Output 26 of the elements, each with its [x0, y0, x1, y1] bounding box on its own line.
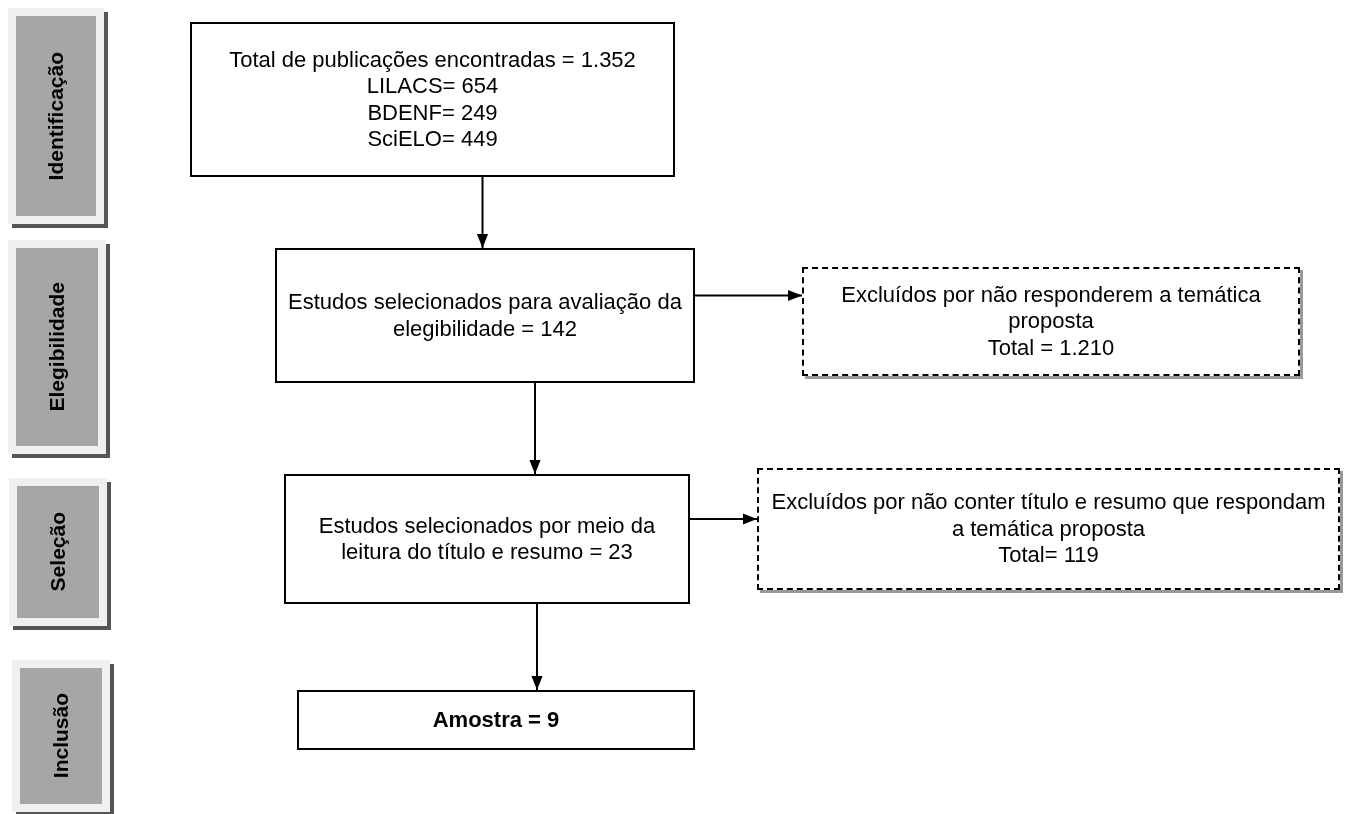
- box-text: SciELO= 449: [367, 125, 498, 153]
- stage-label: Inclusão: [49, 693, 73, 779]
- box-text: Estudos selecionados por meio da leitura do título e resumo = 23: [317, 512, 657, 566]
- arrow: [531, 603, 543, 691]
- box-text: Total= 119: [998, 542, 1099, 569]
- exclusion-box: [757, 468, 1340, 590]
- arrow: [529, 382, 541, 475]
- box-text: Excluídos por não responderem a temática proposta: [840, 281, 1262, 335]
- arrow: [694, 289, 803, 302]
- stage-label: Seleção: [46, 512, 70, 592]
- process-box: [190, 22, 675, 177]
- process-box: [284, 474, 690, 604]
- stage-label: Identificação: [44, 51, 68, 181]
- stage-label: Elegibilidade: [45, 282, 69, 412]
- box-text: BDENF= 249: [367, 99, 498, 126]
- box-text: Amostra = 9: [432, 706, 560, 734]
- box-text: Total de publicações encontradas = 1.352: [229, 46, 636, 74]
- arrow: [476, 176, 489, 249]
- arrow: [689, 513, 758, 525]
- process-box: [297, 690, 695, 750]
- exclusion-box: [802, 267, 1300, 376]
- box-text: LILACS= 654: [366, 73, 499, 100]
- box-text: Excluídos por não conter título e resumo que respondam a temática proposta: [770, 489, 1327, 543]
- box-text: Estudos selecionados para avaliação da elegibilidade = 142: [287, 289, 683, 342]
- process-box: [275, 248, 695, 383]
- box-text: Total = 1.210: [987, 334, 1115, 362]
